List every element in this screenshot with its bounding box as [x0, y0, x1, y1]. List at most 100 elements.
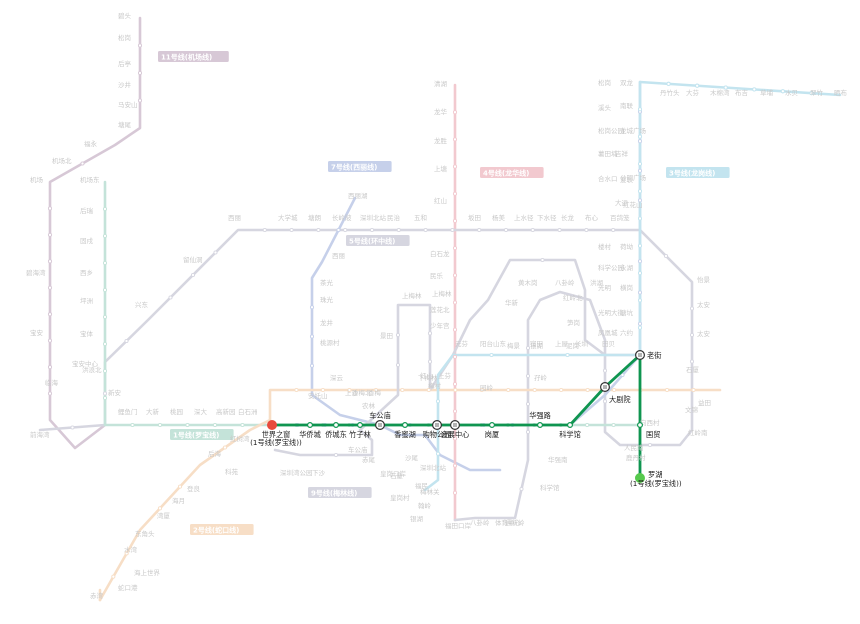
background-station-label: 孖岭 [534, 373, 548, 382]
background-station-label: 文锦 [685, 405, 699, 414]
line-badge-line-11[interactable]: 11号线(机场线) [158, 51, 229, 62]
background-station-label: 宝安中心 [72, 359, 99, 368]
background-station-label: 长龙 [561, 213, 575, 222]
background-station-label: 百鸽笼 [610, 213, 630, 222]
start-station[interactable]: 世界之窗(1号线(罗宝线)) [250, 420, 302, 447]
station-dot [637, 243, 643, 248]
background-station-label: 上沙 [345, 388, 359, 397]
route-station[interactable]: 车公庙 [369, 411, 391, 431]
station-dot [637, 259, 643, 264]
background-station-label: 太安 [697, 329, 711, 338]
background-station-label: 布吉 [735, 88, 749, 97]
station-dot [316, 227, 321, 233]
background-station-label: 马安山 [118, 100, 138, 109]
route-station[interactable]: 国贸 [636, 422, 661, 439]
line-badge-line-3[interactable]: 3号线(龙岗线) [666, 167, 730, 178]
background-station-label: 塘尾 [118, 120, 132, 129]
background-station-label: 宝体 [80, 329, 94, 338]
station-dot [435, 399, 441, 404]
background-station-label: 莲花北 [430, 305, 450, 314]
background-station-label: 上屋 [555, 339, 569, 348]
route-station[interactable]: 华强路 [529, 411, 551, 429]
line-badge-line-2[interactable]: 2号线(蛇口线) [190, 524, 254, 535]
station-dot [566, 422, 573, 429]
background-station-label: 翠竹 [810, 88, 824, 97]
line-badges: 11号线(机场线) 7号线(西丽线) 4号线(龙华线) 5号线(环中线) 3号线(龙岗线… [158, 51, 730, 535]
route-station[interactable]: 岗厦 [485, 422, 499, 439]
station-dot [452, 490, 458, 495]
badge-background [158, 51, 229, 62]
station-dot [426, 387, 431, 393]
route-station[interactable]: 购物公园 [423, 420, 452, 439]
station-dot [222, 445, 228, 450]
background-station-label: 安托山 [308, 391, 328, 400]
station-dot [611, 227, 616, 233]
route-station[interactable]: 科学馆 [559, 422, 581, 439]
background-station-label: 楼村 [598, 242, 612, 251]
background-station-label: 科苑 [225, 467, 239, 476]
station-dot [503, 227, 509, 233]
background-station-label: 桃园 [170, 407, 183, 416]
line-badge-line-9[interactable]: 9号线(梅林线) [308, 487, 372, 498]
background-station-label: 沙尾 [405, 454, 419, 462]
background-station-label: 珠光 [320, 295, 334, 304]
station-dot [453, 387, 458, 393]
route-station[interactable]: 大剧院 [599, 382, 631, 404]
route-station-label: 侨城东 [325, 430, 347, 439]
station-dot [294, 387, 299, 393]
background-station-label: 益田 [698, 398, 711, 407]
background-station-label: 白石龙 [430, 249, 450, 258]
background-station-label: 大运 [615, 198, 629, 207]
route-station[interactable]: 华侨城 [299, 422, 321, 439]
background-station-label: 通新岭 [505, 518, 525, 527]
station-dot [124, 551, 129, 556]
station-dot [637, 271, 643, 276]
end-station-line: (1号线(罗宝线)) [630, 479, 682, 488]
station-dot [102, 368, 108, 374]
station-dot [525, 373, 531, 379]
station-dot [333, 452, 339, 458]
route-station[interactable]: 侨城东 [325, 422, 347, 439]
station-dot [637, 139, 643, 144]
badge-label: 9号线(梅林线) [311, 489, 357, 498]
station-dot [557, 227, 562, 233]
background-station-label: 梅林关 [420, 487, 440, 496]
line-badge-line-7[interactable]: 7号线(西丽线) [328, 161, 392, 172]
route-station-label: 国贸 [646, 430, 660, 439]
station-dot [452, 191, 458, 196]
background-station-label: 机场北 [52, 156, 72, 165]
background-station-label: 科学馆 [540, 483, 560, 492]
background-station-label: 坪洲 [80, 297, 93, 305]
station-dot [400, 387, 405, 393]
line-badge-line-1[interactable]: 1号线(罗宝线) [170, 429, 234, 440]
station-dot [137, 43, 143, 48]
route-station-label: 车公庙 [369, 411, 391, 420]
transfer-arrows-icon [435, 423, 439, 427]
station-dot [532, 387, 537, 393]
route-station[interactable]: 会展中心 [441, 420, 470, 439]
background-station-label: 松岗公园 [598, 126, 624, 135]
route-station[interactable]: 竹子林 [349, 422, 371, 439]
route-station[interactable]: 香蜜湖 [394, 422, 416, 439]
route-stations[interactable]: 华侨城侨城东竹子林 车公庙香蜜湖购物公园会展中心 岗厦 华强路科学馆 大剧院 老街国贸 世界… [250, 350, 682, 488]
station-dot [585, 387, 590, 393]
transfer-icon [450, 420, 461, 431]
badge-background [346, 235, 410, 246]
background-station-label: 永湖 [620, 263, 634, 272]
route-station[interactable]: 老街 [634, 350, 662, 361]
station-dot [525, 345, 531, 351]
end-station[interactable]: 罗湖(1号线(罗宝线)) [630, 470, 682, 488]
background-station-label: 福永 [84, 139, 98, 148]
route-station-label: 会展中心 [441, 430, 470, 439]
line-badge-line-4[interactable]: 4号线(龙华线) [480, 167, 544, 178]
background-station-label: 西丽 [228, 214, 242, 222]
background-station-label: 固戍 [80, 236, 94, 245]
badge-background [190, 524, 254, 535]
background-station-label: 香梅 [368, 388, 382, 397]
station-dot [343, 227, 348, 233]
background-station-label: 赤湾 [90, 591, 104, 600]
line-badge-line-5[interactable]: 5号线(环中线) [346, 235, 410, 246]
station-dot [262, 227, 267, 233]
